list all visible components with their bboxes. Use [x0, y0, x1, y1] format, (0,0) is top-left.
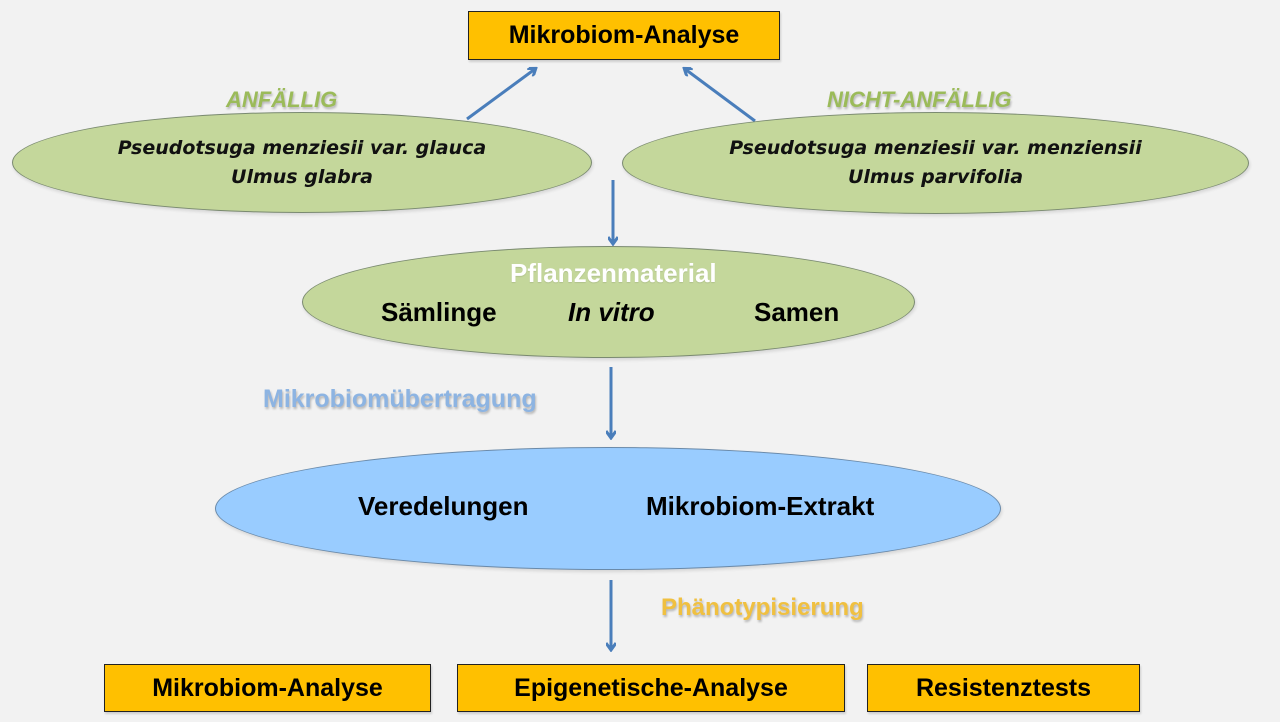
resistant-species-2: Ulmus parvifolia: [847, 166, 1024, 188]
susceptible-species-2: Ulmus glabra: [231, 166, 373, 188]
bottom-box-resistance-tests: Resistenztests: [867, 664, 1140, 712]
susceptible-heading: ANFÄLLIG: [226, 87, 338, 112]
plant-material-in-vitro: In vitro: [568, 297, 655, 327]
resistant-species-1: Pseudotsuga menziesii var. menziensii: [729, 137, 1142, 159]
susceptible-ellipse: [12, 112, 592, 213]
top-analysis-box: Mikrobiom-Analyse: [468, 11, 780, 60]
plant-material-seedlings: Sämlinge: [381, 297, 497, 327]
bottom-box-epigenetic-analysis: Epigenetische-Analyse: [457, 664, 845, 712]
susceptible-species: Pseudotsuga menziesii var. glauca Ulmus …: [12, 134, 592, 192]
top-analysis-label: Mikrobiom-Analyse: [508, 21, 740, 49]
bottom-box-microbiome-analysis: Mikrobiom-Analyse: [104, 664, 431, 712]
transfer-ellipse: [215, 447, 1001, 570]
plant-material-title: Pflanzenmaterial: [510, 258, 717, 288]
plant-material-ellipse: [302, 246, 915, 358]
susceptible-species-1: Pseudotsuga menziesii var. glauca: [117, 137, 487, 159]
resistant-species: Pseudotsuga menziesii var. menziensii Ul…: [622, 134, 1249, 192]
bottom-box-label: Resistenztests: [915, 673, 1092, 702]
transfer-label: Mikrobiomübertragung: [263, 385, 537, 413]
transfer-grafts: Veredelungen: [358, 491, 529, 521]
bottom-box-label: Epigenetische-Analyse: [514, 673, 788, 702]
resistant-heading: NICHT-ANFÄLLIG: [827, 87, 1012, 112]
plant-material-seeds: Samen: [754, 297, 840, 327]
phenotyping-label: Phänotypisierung: [661, 594, 864, 621]
bottom-box-label: Mikrobiom-Analyse: [152, 673, 383, 702]
transfer-extract: Mikrobiom-Extrakt: [646, 491, 875, 521]
arrow-right-to-top: [685, 69, 756, 123]
resistant-ellipse: [622, 112, 1249, 214]
arrow-left-to-top: [466, 69, 535, 121]
